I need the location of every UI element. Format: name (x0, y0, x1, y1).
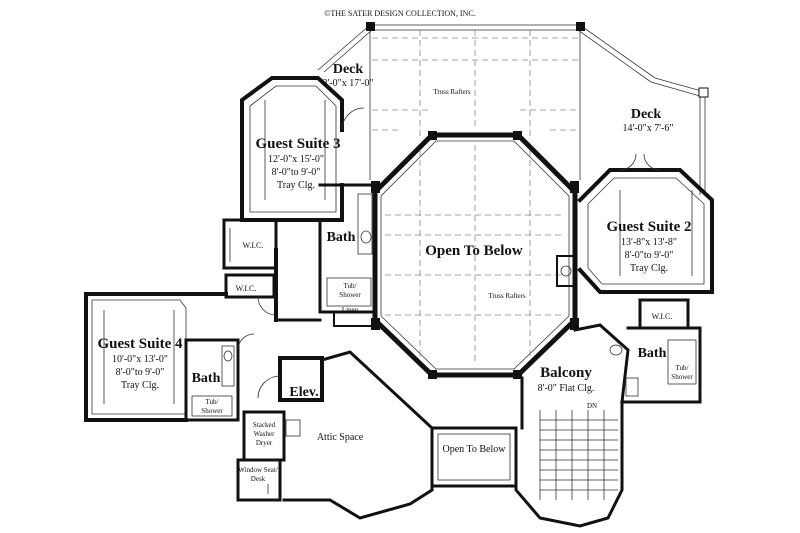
guest-suite-3-name: Guest Suite 3 (255, 136, 340, 152)
guest-suite-4-ceiling: Tray Clg. (121, 380, 159, 391)
balcony-wall (573, 323, 630, 404)
balcony-name: Balcony (540, 365, 592, 381)
guest-suite-2-ceiling-height: 8'-0"to 9'-0" (625, 250, 674, 261)
bath-3-name: Bath (327, 230, 356, 245)
elevator-label: Elev. (289, 385, 318, 400)
window-seat-line2: Desk (251, 475, 266, 483)
column-post (366, 22, 375, 31)
guest-suite-3-dims: 12'-0"x 15'-0" (268, 154, 324, 165)
stair (514, 400, 624, 528)
column-post (513, 370, 522, 379)
deck-top-dims: 3'-0"x 17'-0" (323, 78, 374, 89)
guest-suite-4-name: Guest Suite 4 (97, 336, 183, 352)
column-post (570, 318, 579, 330)
guest-suite-2-name: Guest Suite 2 (606, 219, 691, 235)
tub-shower-2-line2: Shower (671, 373, 693, 381)
door-swing (341, 107, 365, 131)
tub-shower-4-line1: Tub/ (206, 398, 219, 406)
copyright-text: ©THE SATER DESIGN COLLECTION, INC. (324, 9, 475, 18)
wic-4-name: W.I.C. (236, 284, 257, 293)
tub-shower-4-line2: Shower (201, 407, 223, 415)
truss-rafters-label: Truss Rafters (488, 292, 526, 300)
tub-shower-3-line2: Shower (339, 291, 361, 299)
linen-label: Linen (342, 306, 359, 314)
guest-suite-4-ceiling-height: 8'-0"to 9'-0" (116, 367, 165, 378)
stacked-washer-dryer-line2: Washer (254, 430, 275, 438)
open-to-below-name: Open To Below (425, 243, 523, 259)
deck-top-name: Deck (333, 62, 364, 77)
truss-rafters-label: Truss Rafters (433, 88, 471, 96)
guest-suite-3-ceiling-height: 8'-0"to 9'-0" (272, 167, 321, 178)
column-post (698, 87, 709, 98)
door-swing (257, 375, 281, 399)
deck-right-name: Deck (631, 107, 662, 122)
bath-4-name: Bath (192, 371, 221, 386)
bath-4-walls (184, 338, 240, 422)
open-to-below-stair-name: Open To Below (443, 444, 507, 455)
wic-3-walls (222, 218, 278, 270)
column-post (428, 131, 437, 140)
attic-label: Attic Space (317, 432, 364, 443)
guest-suite-2-walls (577, 153, 714, 294)
truss-area-outline (317, 24, 706, 195)
guest-suite-3-ceiling: Tray Clg. (277, 180, 315, 191)
door-swing (237, 333, 255, 351)
washer-dryer-unit (285, 419, 301, 437)
linen-closet (333, 311, 375, 327)
column-post (428, 370, 437, 379)
bath-2-name: Bath (638, 346, 667, 361)
door-swing (257, 296, 277, 316)
chimney-box (556, 255, 576, 287)
guest-suite-4-dims: 10'-0"x 13'-0" (112, 354, 168, 365)
guest-suite-2-ceiling: Tray Clg. (630, 263, 668, 274)
guest-suite-2-dims: 13'-8"x 13'-8" (621, 237, 677, 248)
window-seat-line1: Window Seat/ (238, 466, 278, 474)
window-seat-area (236, 458, 282, 502)
deck-right-dims: 14'-0"x 7'-6" (623, 123, 674, 134)
wic-2-name: W.I.C. (652, 312, 673, 321)
tub-shower-3-line1: Tub/ (344, 282, 357, 290)
stacked-washer-dryer-line3: Dryer (256, 439, 273, 447)
balcony-ceiling: 8'-0" Flat Clg. (538, 383, 595, 394)
chimney-flue (560, 265, 572, 277)
wic-3-name: W.I.C. (243, 241, 264, 250)
bath-2-walls (609, 326, 702, 404)
stair-dn-label: DN (587, 402, 597, 410)
attic-outline (282, 350, 434, 520)
open-to-below-stair (430, 426, 518, 488)
column-post (576, 22, 585, 31)
elevator-shaft (278, 356, 324, 402)
column-post (570, 181, 579, 193)
tub-shower-2-line1: Tub/ (676, 364, 689, 372)
column-post (371, 318, 380, 330)
stacked-washer-dryer-line1: Stacked (253, 421, 276, 429)
column-post (513, 131, 522, 140)
